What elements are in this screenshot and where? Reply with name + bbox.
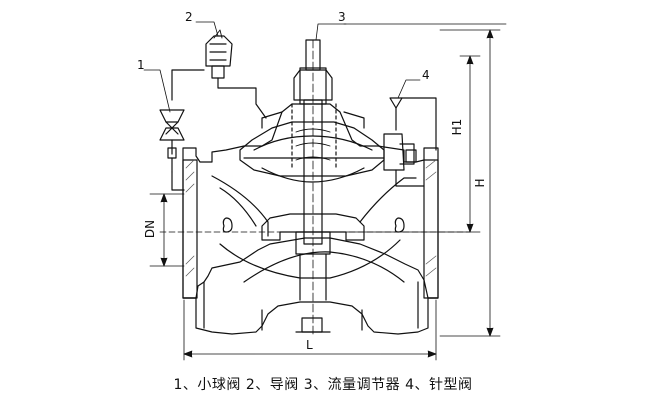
left-flange — [182, 159, 198, 299]
leader-2 — [195, 21, 219, 37]
label-dim-h1: H1 — [450, 118, 464, 136]
figure-caption: 1、小球阀 2、导阀 3、流量调节器 4、针型阀 — [173, 377, 473, 393]
label-part-1: 1 — [137, 58, 145, 72]
leader-3 — [315, 23, 347, 41]
small-ball-valve — [159, 109, 185, 173]
label-part-3: 3 — [338, 10, 346, 24]
label-dim-h: H — [473, 178, 487, 188]
dim-h1 — [339, 55, 481, 233]
seat-ring — [261, 213, 365, 241]
label-dim-l: L — [306, 338, 313, 352]
leader-4 — [397, 79, 421, 99]
label-part-2: 2 — [185, 10, 193, 24]
bottom-plug — [301, 317, 323, 333]
pilot-tube — [217, 77, 267, 119]
right-flange — [423, 159, 439, 299]
dim-dn — [149, 193, 185, 267]
needle-valve — [383, 97, 425, 187]
label-part-4: 4 — [422, 68, 430, 82]
dim-l — [183, 299, 437, 361]
valve-body-outline — [182, 103, 439, 299]
valve-base-outline — [195, 297, 429, 335]
leader-1 — [143, 69, 171, 113]
label-dim-dn: DN — [143, 219, 157, 239]
pilot-valve — [205, 29, 233, 79]
dim-h — [439, 29, 501, 337]
section-hatch — [185, 159, 437, 277]
